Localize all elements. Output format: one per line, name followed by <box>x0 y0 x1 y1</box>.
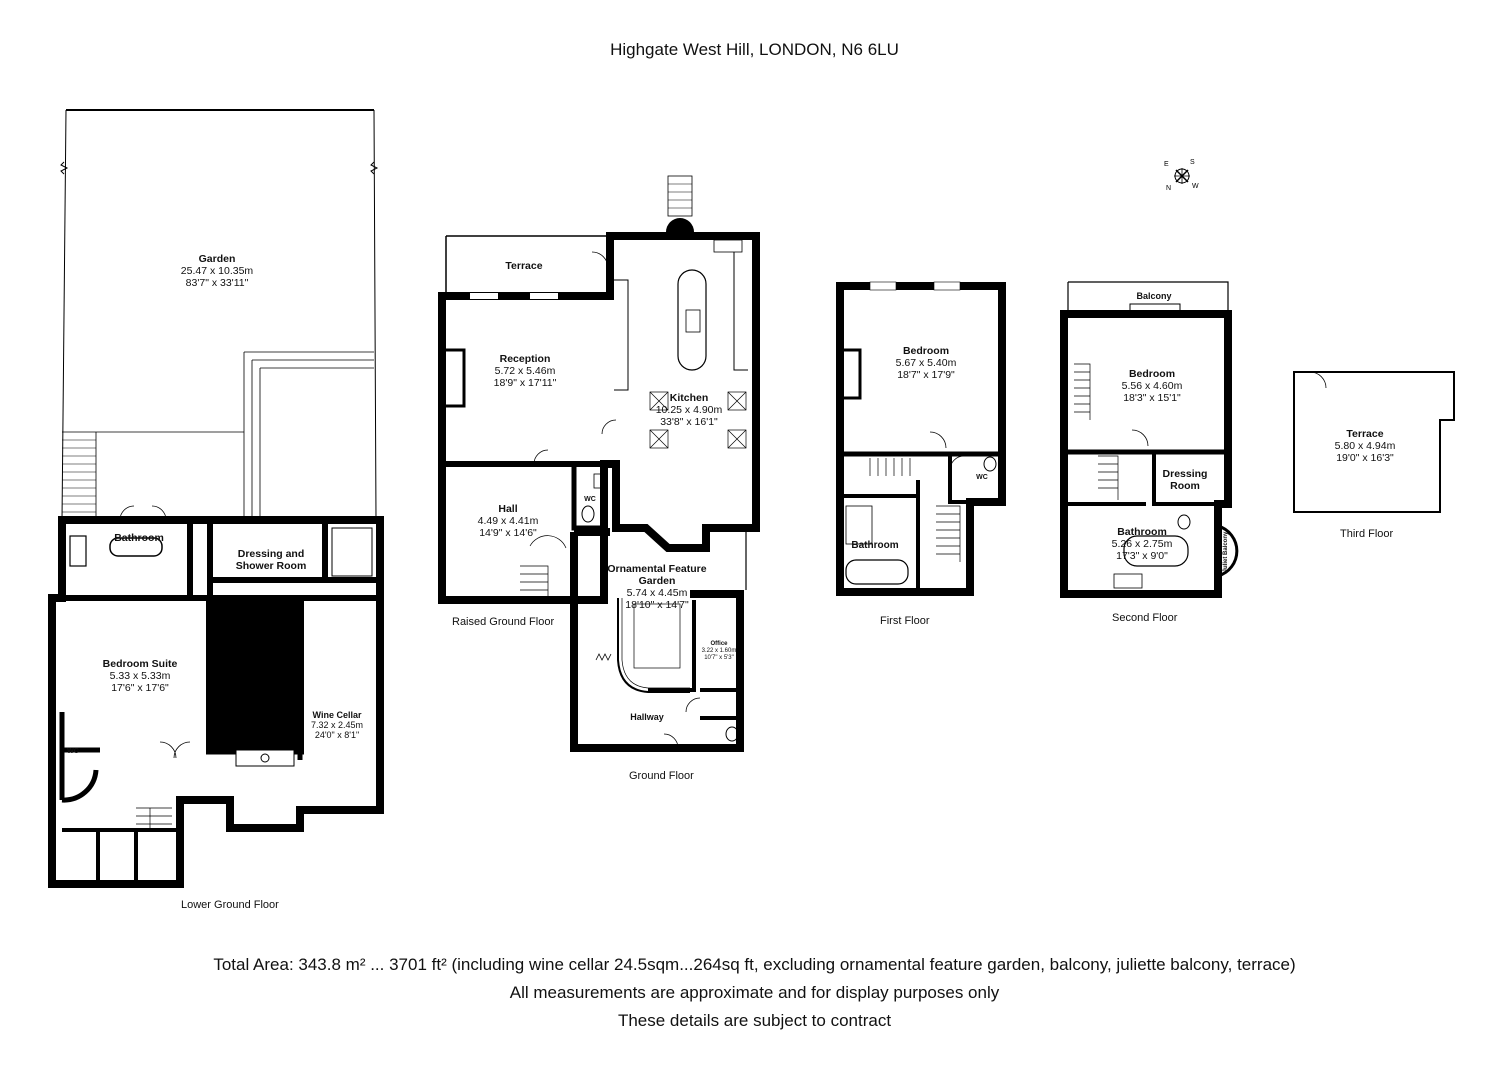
compass-n: N <box>1166 185 1171 192</box>
compass-e: E <box>1164 161 1169 168</box>
room-label-lg-bathroom: Bathroom <box>114 532 164 544</box>
floor-name-first: First Floor <box>880 615 930 627</box>
compass-w: W <box>1192 183 1199 190</box>
footer-contract-note: These details are subject to contract <box>617 1011 892 1030</box>
footer-disclaimer: All measurements are approximate and for… <box>509 983 1000 1002</box>
room-label-ff-wc: WC <box>976 474 988 481</box>
footer-total-area: Total Area: 343.8 m² ... 3701 ft² (inclu… <box>213 955 1296 974</box>
room-label-balcony: Balcony <box>1136 291 1172 301</box>
third-floor-plan <box>1293 371 1455 513</box>
compass-rose: E S N W <box>1164 159 1199 192</box>
second-floor-plan <box>1060 281 1239 598</box>
compass-s: S <box>1190 159 1195 166</box>
room-label-lg-wc: WC <box>67 748 79 755</box>
first-floor-plan <box>836 281 1006 596</box>
room-label-ff-bathroom: Bathroom <box>851 540 899 551</box>
floor-name-lower-ground: Lower Ground Floor <box>181 899 279 911</box>
floor-name-third: Third Floor <box>1340 528 1394 540</box>
lower-ground-floor-plan <box>48 109 384 888</box>
plan-title: Highgate West Hill, LONDON, N6 6LU <box>610 40 899 59</box>
room-label-terrace: Terrace <box>505 260 543 272</box>
room-label-juliet-balcony: Juliet Balcony <box>1223 531 1229 573</box>
room-label-hallway: Hallway <box>630 712 664 722</box>
ground-floor-plan <box>570 528 747 752</box>
floor-name-second: Second Floor <box>1112 612 1178 624</box>
floor-name-raised-ground: Raised Ground Floor <box>452 616 555 628</box>
room-label-rg-wc: WC <box>584 496 596 503</box>
floor-name-ground: Ground Floor <box>629 770 694 782</box>
